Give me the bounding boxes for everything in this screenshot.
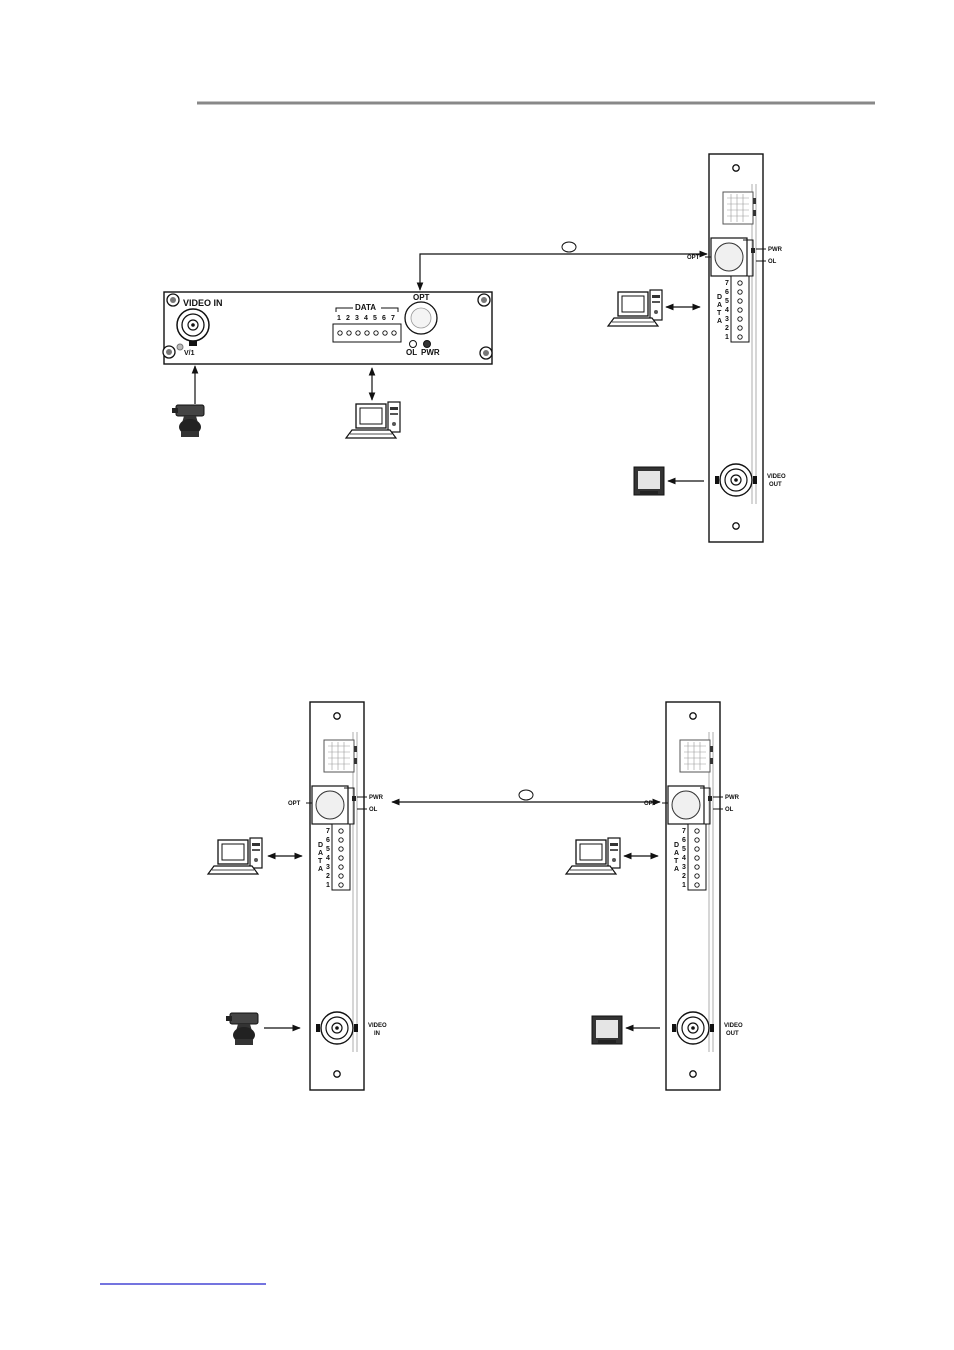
data-label: DATA	[355, 303, 376, 312]
video-out-label: VIDEO	[724, 1023, 743, 1029]
data-terminal-number: 1	[326, 882, 330, 889]
data-terminal-number: 5	[682, 846, 686, 853]
camera-icon	[171, 404, 205, 438]
computer-icon	[607, 289, 663, 327]
v1-label: V/1	[184, 350, 195, 357]
data-terminal-number: 4	[326, 855, 330, 862]
data-terminal-number: 4	[364, 315, 368, 322]
computer-icon	[565, 837, 621, 875]
data-vertical-letter: A	[717, 318, 722, 325]
data-terminal-number: 5	[373, 315, 377, 322]
data-terminal-number: 5	[326, 846, 330, 853]
video-in-label: VIDEO	[368, 1023, 387, 1029]
data-vertical-letter: A	[318, 850, 323, 857]
data-vertical-letter: T	[674, 858, 679, 865]
computer-icon	[345, 401, 401, 439]
data-vertical-letter: T	[318, 858, 323, 865]
ol-label: OL	[768, 259, 777, 265]
data-terminal-number: 7	[326, 828, 330, 835]
ol-label: OL	[406, 348, 417, 357]
data-terminal-number: 4	[682, 855, 686, 862]
data-terminal-number: 1	[337, 315, 341, 322]
opt-label: OPT	[413, 293, 430, 302]
computer-icon	[207, 837, 263, 875]
data-vertical-letter: T	[717, 310, 722, 317]
data-terminal-number: 2	[725, 325, 729, 332]
data-terminal-number: 2	[326, 873, 330, 880]
fiber-marker	[518, 789, 534, 801]
data-vertical-letter: A	[674, 850, 679, 857]
video-out-label: VIDEO	[767, 474, 786, 480]
pwr-label: PWR	[421, 348, 440, 357]
video-out-label-2: OUT	[769, 482, 782, 488]
data-terminal-number: 5	[725, 298, 729, 305]
video-in-label-2: IN	[374, 1031, 380, 1037]
data-terminal-number: 6	[682, 837, 686, 844]
data-terminal-number: 6	[382, 315, 386, 322]
data-terminal-number: 6	[725, 289, 729, 296]
data-terminal-number: 7	[391, 315, 395, 322]
camera-icon	[225, 1012, 259, 1046]
ol-label: OL	[369, 807, 378, 813]
opt-label: OPT	[687, 255, 700, 261]
video-in-label: VIDEO IN	[183, 298, 223, 308]
data-terminal-number: 3	[725, 316, 729, 323]
fiber-marker	[561, 241, 577, 253]
data-vertical-letter: A	[717, 302, 722, 309]
data-terminal-number: 1	[725, 334, 729, 341]
data-terminal-number: 4	[725, 307, 729, 314]
data-vertical-letter: A	[674, 866, 679, 873]
video-out-label-2: OUT	[726, 1031, 739, 1037]
mounting-hole	[162, 293, 493, 360]
data-terminal-number: 2	[346, 315, 350, 322]
data-vertical-letter: D	[318, 842, 323, 849]
bnc-connector-icon	[176, 308, 210, 346]
data-terminal-number: 1	[682, 882, 686, 889]
monitor-icon	[591, 1015, 623, 1045]
data-vertical-letter: D	[717, 294, 722, 301]
data-terminal-number: 7	[682, 828, 686, 835]
pwr-label: PWR	[369, 795, 384, 801]
optical-connector-icon	[404, 301, 438, 335]
opt-label: OPT	[644, 801, 657, 807]
monitor-icon	[633, 466, 665, 496]
opt-label: OPT	[288, 801, 301, 807]
pwr-label: PWR	[768, 247, 783, 253]
data-terminal-number: 6	[326, 837, 330, 844]
data-terminal-number: 3	[326, 864, 330, 871]
data-vertical-letter: A	[318, 866, 323, 873]
pwr-label: PWR	[725, 795, 740, 801]
data-terminal-number: 3	[682, 864, 686, 871]
data-terminal-number: 7	[725, 280, 729, 287]
data-terminal-number: 2	[682, 873, 686, 880]
data-terminal-number: 3	[355, 315, 359, 322]
ol-label: OL	[725, 807, 734, 813]
data-vertical-letter: D	[674, 842, 679, 849]
